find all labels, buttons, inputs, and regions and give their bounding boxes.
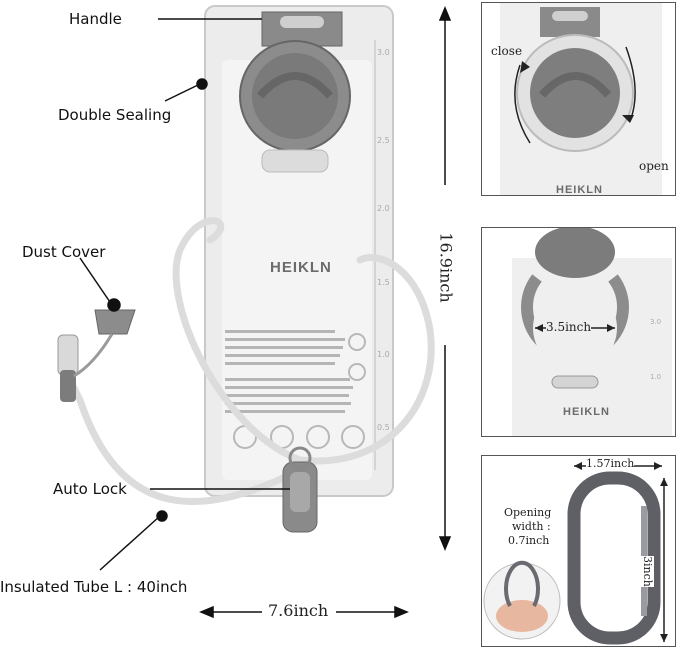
ring-diameter-label: 3.5inch [546, 320, 592, 334]
scale-mark: 0.5 [377, 423, 390, 432]
bladder-brand: HEIKLN [270, 259, 332, 276]
callout-auto-lock: Auto Lock [53, 480, 127, 498]
auto-lock-connector [282, 446, 318, 533]
callout-double-sealing: Double Sealing [58, 106, 172, 124]
scale-mark: 1.0 [377, 350, 390, 359]
opening-label-line1: Opening [504, 506, 552, 519]
scale-mark: 1.5 [377, 278, 390, 287]
carabiner-height-label: 3inch [641, 556, 654, 587]
cap-brand: HEIKLN [556, 184, 603, 196]
opening-value: 0.7inch [508, 534, 550, 547]
carabiner-drawing [483, 462, 668, 645]
bladder-drawing [57, 5, 452, 619]
bite-valve [57, 309, 136, 402]
callout-dust-cover: Dust Cover [22, 243, 106, 261]
opening-label: Opening width : 0.7inch [504, 506, 551, 548]
scale-mark: 3.0 [377, 48, 390, 57]
width-dimension: 7.6inch [268, 601, 329, 620]
ring-brand: HEIKLN [563, 406, 610, 418]
open-label: open [639, 159, 669, 173]
callout-tube: Insulated Tube L : 40inch [0, 578, 188, 596]
drinking-tube [66, 217, 435, 506]
cap-detail-panel: close open HEIKLN [481, 2, 676, 196]
ring-scale-mark: 1.0 [650, 373, 662, 381]
ring-detail-panel: 3.5inch HEIKLN 3.0 1.0 [481, 227, 676, 437]
height-dimension: 16.9inch [436, 232, 456, 303]
scale-mark: 2.0 [377, 204, 390, 213]
usage-instructions [225, 330, 353, 413]
opening-label-line2: width : [512, 520, 551, 533]
cap-detail-drawing [500, 3, 662, 195]
close-label: close [491, 44, 523, 58]
carabiner-width-label: 1.57inch [586, 457, 635, 470]
hydration-bladder-illustration: HEIKLN 3.0 2.5 2.0 1.5 1.0 0.5 Handle Do… [0, 5, 456, 620]
carabiner-detail-panel: 1.57inch 3inch Opening width : 0.7inch [481, 455, 676, 647]
ring-scale-mark: 3.0 [650, 318, 662, 326]
bladder-scale: 3.0 2.5 2.0 1.5 1.0 0.5 [377, 48, 397, 448]
warning-icons [233, 333, 366, 449]
callout-handle: Handle [69, 10, 122, 28]
scale-mark: 2.5 [377, 136, 390, 145]
